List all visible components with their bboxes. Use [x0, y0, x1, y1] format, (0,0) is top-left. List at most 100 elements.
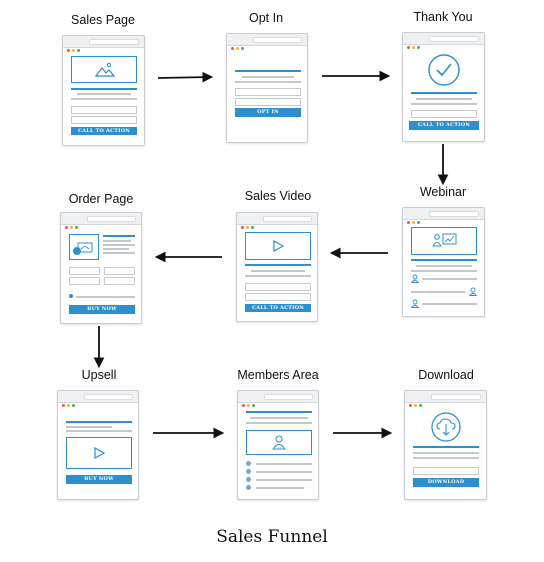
image-icon: [94, 62, 116, 77]
input-field: [413, 467, 479, 475]
radio-option[interactable]: [69, 294, 73, 298]
buy-now-button[interactable]: BUY NOW: [69, 305, 135, 314]
user-icon: [469, 287, 477, 296]
headline: [103, 235, 135, 237]
step-label-sales-video: Sales Video: [244, 189, 312, 203]
webinar-window: [402, 207, 485, 317]
browser-bar: [238, 391, 318, 407]
video-player[interactable]: [66, 437, 132, 469]
list-bullet: [246, 485, 251, 490]
image-placeholder: [71, 56, 137, 83]
profile-card: [246, 430, 312, 455]
browser-bar: [403, 33, 484, 49]
text-line: [103, 248, 129, 250]
cloud-download-icon: [431, 412, 461, 442]
opt-in-button[interactable]: OPT IN: [235, 108, 301, 117]
text-line: [246, 422, 312, 424]
buy-now-button[interactable]: BUY NOW: [66, 475, 132, 484]
step-label-members-area: Members Area: [237, 368, 319, 382]
checkmark-icon: [428, 54, 460, 86]
headline: [246, 411, 312, 413]
input-field: [104, 277, 135, 285]
headline: [411, 92, 477, 94]
text-line: [235, 81, 301, 83]
step-label-thank-you: Thank You: [413, 10, 473, 24]
browser-bar: [58, 391, 138, 407]
presentation-icon: [432, 233, 457, 247]
text-line: [77, 93, 131, 95]
step-label-sales-page: Sales Page: [71, 13, 135, 27]
upsell-window: BUY NOW: [57, 390, 139, 500]
input-field: [411, 110, 477, 118]
sales-page-window: CALL TO ACTION: [62, 35, 145, 146]
input-field: [235, 98, 301, 106]
text-line: [413, 457, 479, 459]
text-line: [256, 479, 312, 481]
user-icon: [411, 274, 419, 283]
product-card-icon: [73, 242, 93, 255]
input-field: [69, 267, 100, 275]
text-line: [250, 417, 308, 419]
play-icon: [94, 446, 106, 460]
product-image: [69, 234, 99, 260]
browser-bar: [405, 391, 486, 407]
text-line: [242, 76, 294, 78]
user-icon: [272, 435, 286, 450]
order-page-window: BUY NOW: [60, 212, 142, 324]
text-line: [103, 252, 135, 254]
input-field: [104, 267, 135, 275]
text-line: [416, 265, 472, 267]
headline: [411, 259, 477, 261]
text-line: [422, 278, 477, 280]
call-to-action-button[interactable]: CALL TO ACTION: [245, 304, 311, 312]
text-line: [422, 303, 477, 305]
input-field: [235, 88, 301, 96]
input-field: [245, 283, 311, 291]
browser-bar: [227, 34, 307, 50]
text-line: [256, 471, 312, 473]
list-bullet: [246, 477, 251, 482]
text-line: [66, 430, 132, 432]
members-area-window: [237, 390, 319, 500]
headline: [413, 446, 479, 448]
browser-bar: [61, 213, 141, 229]
text-line: [103, 244, 135, 246]
list-bullet: [246, 461, 251, 466]
headline: [235, 70, 301, 72]
headline: [245, 264, 311, 266]
text-line: [76, 296, 135, 298]
sales-video-window: CALL TO ACTION: [236, 212, 318, 322]
arrow-sales-page-to-opt-in: [157, 71, 214, 83]
download-button[interactable]: DOWNLOAD: [413, 478, 479, 487]
text-line: [413, 452, 479, 454]
browser-bar: [237, 213, 317, 229]
call-to-action-button[interactable]: CALL TO ACTION: [409, 121, 479, 130]
input-field: [71, 116, 137, 124]
diagram-title: Sales Funnel: [216, 527, 328, 547]
list-bullet: [246, 469, 251, 474]
user-icon: [411, 299, 419, 308]
input-field: [245, 293, 311, 301]
input-field: [71, 106, 137, 114]
text-line: [256, 487, 304, 489]
headline: [66, 421, 132, 423]
text-line: [103, 240, 131, 242]
webinar-screen: [411, 227, 477, 255]
step-label-download: Download: [418, 368, 474, 382]
call-to-action-button[interactable]: CALL TO ACTION: [71, 127, 137, 135]
thank-you-window: CALL TO ACTION: [402, 32, 485, 142]
text-line: [411, 291, 465, 293]
browser-bar: [403, 208, 484, 224]
step-label-upsell: Upsell: [81, 368, 117, 382]
play-icon: [273, 239, 285, 253]
download-window: DOWNLOAD: [404, 390, 487, 500]
input-field: [69, 277, 100, 285]
opt-in-window: OPT IN: [226, 33, 308, 143]
text-line: [256, 463, 312, 465]
headline: [71, 88, 137, 90]
step-label-webinar: Webinar: [419, 185, 467, 199]
text-line: [71, 98, 137, 100]
browser-bar: [63, 36, 144, 52]
video-player[interactable]: [245, 232, 311, 260]
